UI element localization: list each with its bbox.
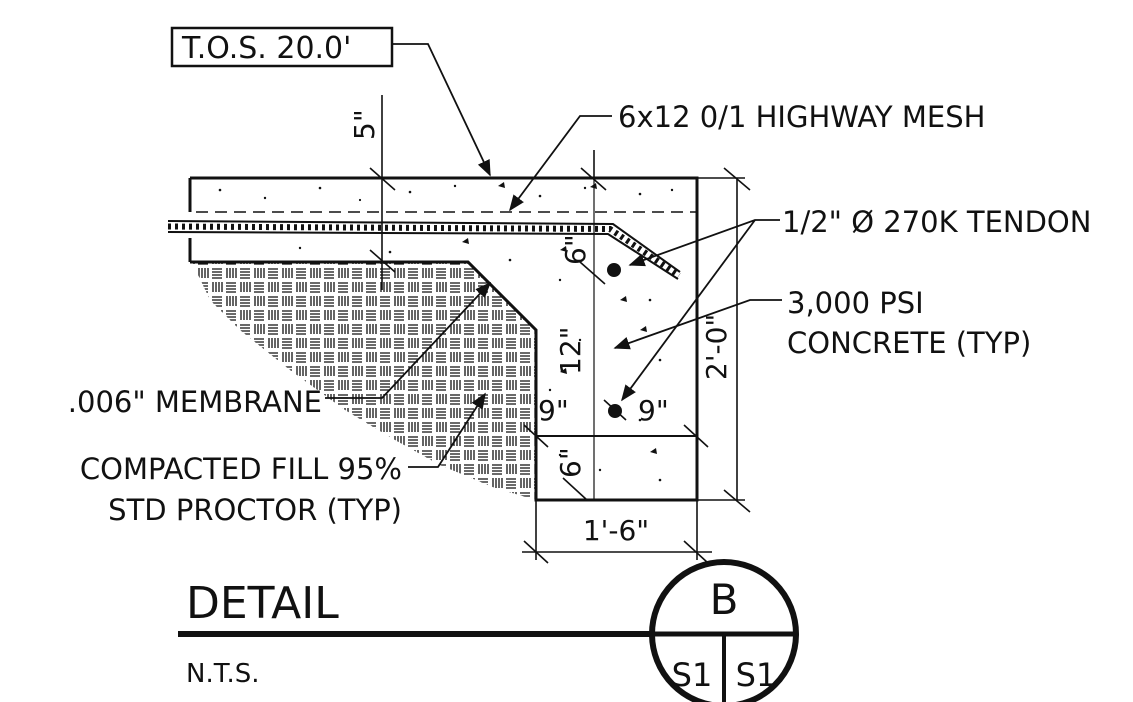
concrete-stipple [218,182,674,482]
compacted-fill-label-line1: COMPACTED FILL 95% [80,452,402,486]
dim-slab: 5" [348,109,381,140]
detail-letter: B [710,575,739,624]
concrete-label-line2: CONCRETE (TYP) [787,326,1031,360]
dim-tendon-left: 9" [538,394,569,427]
highway-mesh-label: 6x12 0/1 HIGHWAY MESH [618,100,985,134]
membrane-band [167,220,681,280]
sheet-ref-left: S1 [672,656,713,694]
dim-bottom-section: 6" [554,447,587,478]
dim-tendon-top-cover: 6" [559,234,592,265]
dim-width: 1'-6" [583,514,649,547]
concrete-label-line1: 3,000 PSI [787,286,924,320]
tos-label: T.O.S. 20.0' [181,31,351,66]
compacted-fill-hatch [192,262,536,500]
membrane-label: .006" MEMBRANE [68,385,322,419]
scale-label: N.T.S. [186,659,260,689]
dim-vertical-mid: 12" [554,326,587,375]
tos-box [170,26,394,68]
compacted-fill-label-line2: STD PROCTOR (TYP) [108,493,402,527]
dim-overall-depth: 2'-0" [700,314,733,380]
tendon-label: 1/2" Ø 270K TENDON [782,205,1091,239]
detail-bubble: B S1 S1 [649,559,799,702]
sheet-ref-right: S1 [736,656,777,694]
tendon-dot-top [607,263,621,277]
dimension-lines [369,95,751,564]
detail-title: DETAIL [186,578,339,629]
dim-tendon-right: 9" [638,394,669,427]
